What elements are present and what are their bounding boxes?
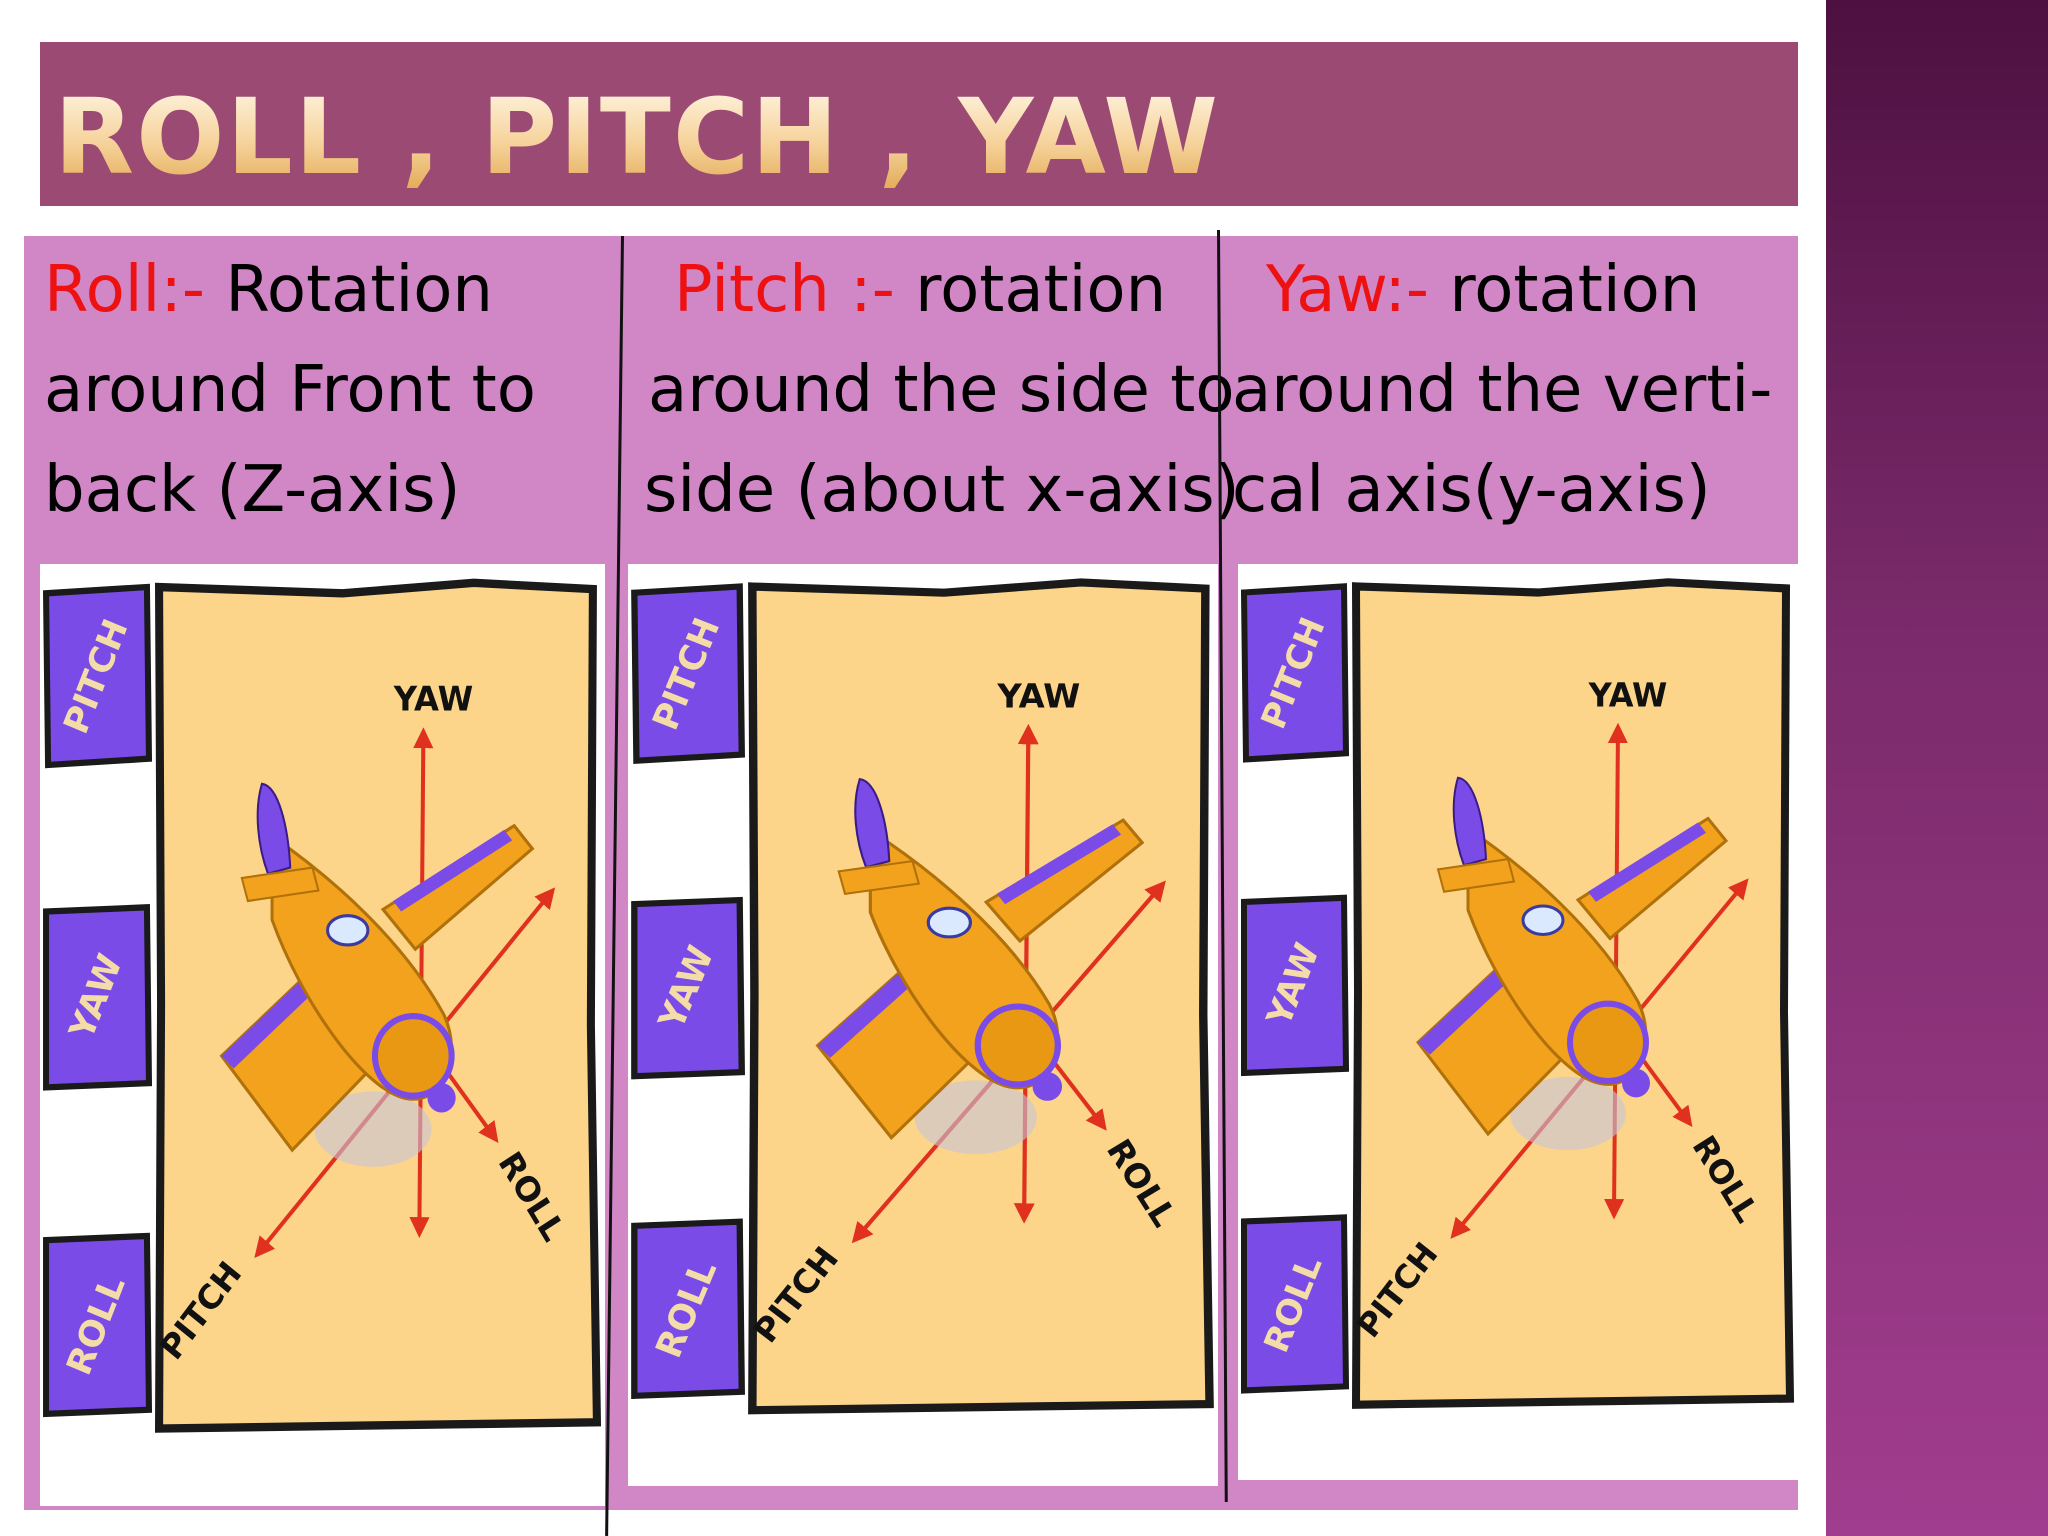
pad-roll: ROLL	[631, 1218, 745, 1400]
airplane-axes-diagram: PITCH YAW ROLL YAW	[42, 578, 602, 1433]
pad-pitch: PITCH	[42, 583, 153, 769]
content-area: Roll:- Rotation around Front to back (Z-…	[24, 236, 1798, 1510]
airplane-axes-diagram: PITCH YAW ROLL YAW	[1240, 578, 1795, 1409]
yaw-definition: Yaw:- rotation around the verti- cal axi…	[1232, 240, 1772, 540]
pad-pitch: PITCH	[1240, 583, 1350, 763]
yaw-illustration: PITCH YAW ROLL YAW	[1238, 564, 1798, 1480]
slide-title: ROLL , PITCH , YAW	[54, 76, 1220, 198]
pad-yaw: YAW	[1241, 894, 1350, 1077]
pad-pitch: PITCH	[631, 583, 745, 764]
title-bar: ROLL , PITCH , YAW	[40, 42, 1798, 206]
roll-term: Roll:-	[44, 253, 205, 327]
pitch-definition: Pitch :- rotation around the side to sid…	[644, 240, 1240, 540]
pad-roll: ROLL	[43, 1232, 153, 1418]
axis-label-yaw: YAW	[393, 679, 473, 719]
axis-label-yaw: YAW	[1588, 676, 1668, 714]
decorative-side-strip	[1826, 0, 2048, 1536]
airplane	[1415, 776, 1729, 1151]
pitch-line-1: rotation	[894, 253, 1167, 327]
pitch-illustration: PITCH YAW ROLL YAW	[628, 564, 1218, 1486]
pad-yaw: YAW	[631, 896, 745, 1080]
yaw-line-3: cal axis(y-axis)	[1232, 453, 1711, 527]
pitch-line-2: around the side to	[648, 353, 1235, 427]
roll-line-2: around Front to	[44, 353, 536, 427]
pad-yaw: YAW	[43, 904, 153, 1091]
yaw-term: Yaw:-	[1266, 253, 1429, 327]
pad-roll: ROLL	[1241, 1214, 1350, 1394]
axis-label-yaw: YAW	[996, 677, 1080, 715]
roll-definition: Roll:- Rotation around Front to back (Z-…	[44, 240, 536, 540]
yaw-line-2: around the verti-	[1232, 353, 1773, 427]
airplane	[815, 778, 1145, 1155]
pitch-line-3: side (about x-axis)	[644, 453, 1240, 527]
roll-line-1: Rotation	[204, 253, 493, 327]
pitch-term: Pitch :-	[674, 253, 895, 327]
yaw-line-1: rotation	[1429, 253, 1701, 327]
airplane	[219, 782, 535, 1167]
roll-line-3: back (Z-axis)	[44, 453, 461, 527]
airplane-axes-diagram: PITCH YAW ROLL YAW	[631, 578, 1214, 1415]
roll-illustration: PITCH YAW ROLL YAW	[40, 564, 605, 1506]
